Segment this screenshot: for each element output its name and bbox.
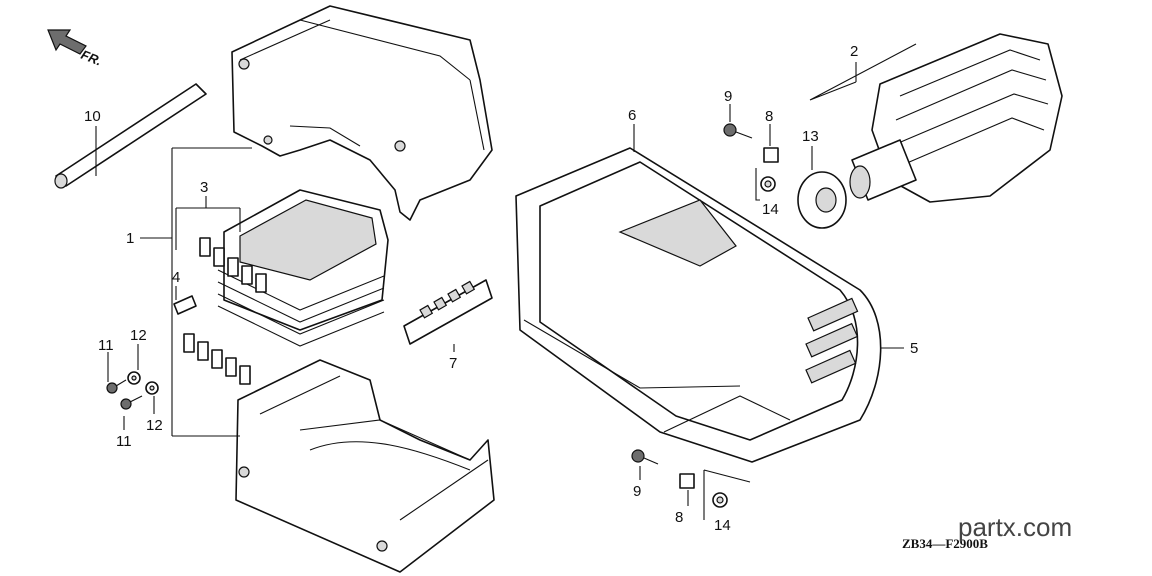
leader-14-lower: [703, 469, 751, 520]
bolt-upper: [723, 123, 753, 139]
callout-10: 10: [84, 108, 101, 125]
callout-8-lower: 8: [675, 509, 683, 526]
regulator-unit-part: [183, 189, 389, 385]
callout-11-lower: 11: [116, 433, 132, 450]
leader-3-bracket: [175, 196, 241, 250]
bolt-lower: [631, 449, 659, 465]
callout-5: 5: [910, 340, 918, 357]
screw-left-upper: [106, 379, 127, 394]
callout-12-lower: 12: [146, 417, 163, 434]
callout-2: 2: [850, 43, 858, 60]
housing-shell-part: [515, 147, 882, 463]
callout-14-lower: 14: [714, 517, 731, 534]
nut-lower: [712, 492, 728, 508]
callout-14-upper: 14: [762, 201, 779, 218]
bearing-part: [797, 171, 847, 229]
drawing-code: ZB34—F2900B: [902, 536, 988, 551]
callout-11-upper: 11: [98, 337, 114, 354]
callout-12-upper: 12: [130, 327, 147, 344]
callout-13: 13: [802, 128, 819, 145]
watermark-text: partx.com: [958, 512, 1072, 542]
callout-4: 4: [172, 269, 180, 286]
washer-left-upper: [127, 371, 141, 385]
leader-1-bracket: [140, 147, 252, 437]
callout-3: 3: [200, 179, 208, 196]
callout-1: 1: [126, 230, 134, 247]
clip-lower: [679, 473, 695, 489]
callout-6: 6: [628, 107, 636, 124]
leader-14-upper: [755, 168, 760, 201]
front-direction-label: FR.: [79, 47, 104, 69]
screw-left-lower: [120, 395, 143, 410]
generator-rotor-part: [849, 33, 1063, 203]
rod-part: [54, 83, 207, 189]
upper-cover-part: [231, 5, 493, 221]
callout-9-lower: 9: [633, 483, 641, 500]
callout-8-upper: 8: [765, 108, 773, 125]
callout-7: 7: [449, 355, 457, 372]
leader-2-bracket: [809, 43, 917, 101]
nut-upper: [760, 176, 776, 192]
callout-9-upper: 9: [724, 88, 732, 105]
front-direction-arrow-icon: [47, 29, 87, 55]
grille-plate-part: [403, 279, 493, 345]
small-plate-part: [173, 295, 197, 315]
lower-cover-part: [235, 359, 495, 573]
washer-left-lower: [145, 381, 159, 395]
clip-upper: [763, 147, 779, 163]
